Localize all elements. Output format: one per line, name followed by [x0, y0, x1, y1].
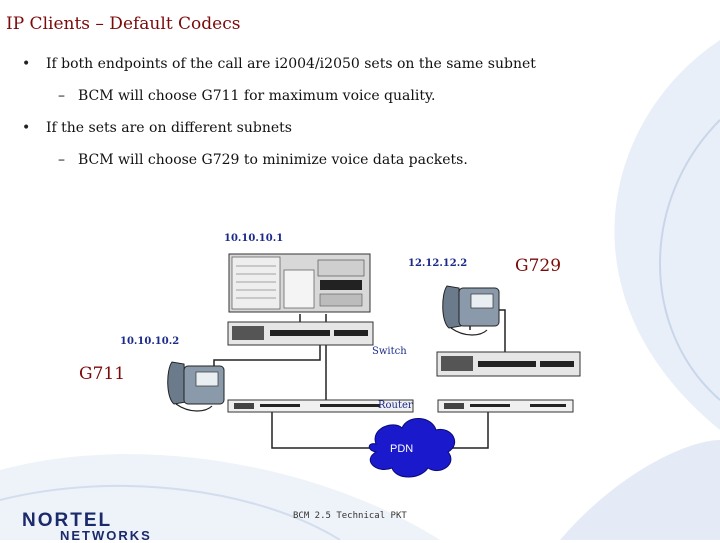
- phone-right-ip-label: 12.12.12.2: [408, 258, 468, 269]
- router-right: [437, 399, 574, 413]
- bullet-1-text: If both endpoints of the call are i2004/…: [46, 56, 536, 72]
- bullet-1: • If both endpoints of the call are i2004…: [22, 56, 536, 72]
- logo-line-1: NORTEL: [22, 510, 113, 531]
- sub-bullet-1-text: BCM will choose G711 for maximum voice q…: [78, 88, 436, 104]
- bullet-marker: •: [22, 56, 31, 72]
- sub-bullet-marker: –: [58, 152, 65, 168]
- logo-line-2: NETWORKS: [60, 528, 152, 543]
- slide-title: IP Clients – Default Codecs: [6, 14, 241, 34]
- switch-left: [227, 321, 374, 346]
- bcm-chassis: [228, 253, 371, 313]
- bullet-marker: •: [22, 120, 31, 136]
- pdn-label: PDN: [390, 443, 414, 455]
- sub-bullet-2-text: BCM will choose G729 to minimize voice d…: [78, 152, 468, 168]
- router-label: Router: [378, 400, 413, 411]
- sub-bullet-1: –BCM will choose G711 for maximum voice …: [58, 88, 435, 104]
- phone-left-ip-label: 10.10.10.2: [120, 336, 180, 347]
- pdn-cloud: [368, 418, 456, 478]
- ip-phone-left: [167, 361, 225, 412]
- nortel-logo: NORTEL NETWORKS: [22, 510, 150, 543]
- codec-right-label: G729: [515, 256, 562, 276]
- sub-bullet-2: –BCM will choose G729 to minimize voice …: [58, 152, 468, 168]
- bcm-ip-label: 10.10.10.1: [224, 233, 284, 244]
- codec-left-label: G711: [79, 364, 126, 384]
- bullet-2-text: If the sets are on different subnets: [46, 120, 292, 136]
- bullet-2: • If the sets are on different subnets: [22, 120, 292, 136]
- switch-right: [436, 351, 581, 377]
- ip-phone-right: [442, 285, 500, 336]
- footer-text: BCM 2.5 Technical PKT: [293, 511, 407, 521]
- switch-label: Switch: [372, 346, 407, 357]
- router-left: [227, 399, 414, 413]
- sub-bullet-marker: –: [58, 88, 65, 104]
